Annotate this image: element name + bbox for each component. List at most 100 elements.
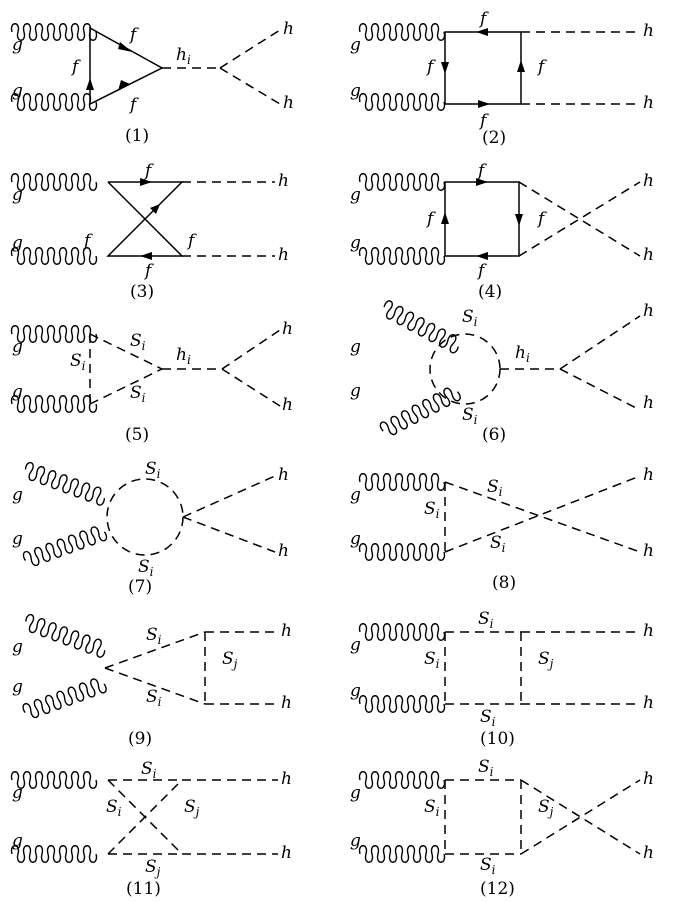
gluon-line bbox=[10, 173, 98, 191]
label-g: g bbox=[12, 831, 23, 851]
label-s-i: Si bbox=[462, 307, 478, 329]
label-f: f bbox=[186, 231, 197, 251]
scalar-loop bbox=[106, 478, 184, 556]
caption-12: (12) bbox=[480, 879, 515, 899]
label-s-i: Si bbox=[424, 499, 440, 521]
higgs-legs-crossed bbox=[520, 779, 641, 855]
gluon-line bbox=[10, 325, 98, 343]
label-h: h bbox=[643, 301, 654, 321]
fermion-arrow bbox=[441, 62, 449, 74]
label-f: f bbox=[476, 261, 487, 281]
label-h: h bbox=[643, 21, 654, 41]
diagram-1: g g f f f hi h h (1) bbox=[10, 19, 294, 146]
gluon-line bbox=[358, 247, 446, 265]
label-s-i: Si bbox=[70, 351, 86, 373]
higgs-legs-crossed bbox=[518, 181, 641, 257]
higgs-legs bbox=[521, 631, 640, 705]
caption-1: (1) bbox=[125, 126, 149, 146]
gluon-line bbox=[358, 623, 446, 641]
label-s-j: Sj bbox=[184, 797, 200, 819]
gluon-line bbox=[358, 771, 446, 789]
label-s-i: Si bbox=[146, 687, 162, 709]
label-f: f bbox=[536, 57, 547, 77]
label-s-i: Si bbox=[141, 759, 157, 781]
label-h: h bbox=[278, 245, 289, 265]
label-s-i: Si bbox=[487, 477, 503, 499]
diagram-11: g g Si Si Sj Sj h h (11) bbox=[10, 759, 292, 899]
label-g: g bbox=[12, 485, 23, 505]
caption-3: (3) bbox=[130, 282, 154, 302]
label-g: g bbox=[12, 677, 23, 697]
higgs-legs bbox=[182, 181, 275, 257]
label-f: f bbox=[478, 111, 489, 131]
gluon-line bbox=[358, 93, 446, 111]
label-g: g bbox=[350, 783, 361, 803]
label-f: f bbox=[425, 57, 436, 77]
diagram-12: g g Si Si Sj Si h h (12) bbox=[350, 757, 654, 899]
label-f: f bbox=[143, 261, 154, 281]
label-h: h bbox=[643, 693, 654, 713]
label-g: g bbox=[350, 485, 361, 505]
label-h: h bbox=[643, 465, 654, 485]
fermion-arrow bbox=[478, 100, 490, 108]
label-f: f bbox=[143, 161, 154, 181]
label-g: g bbox=[12, 529, 23, 549]
label-s-i: Si bbox=[424, 649, 440, 671]
higgs-legs bbox=[219, 29, 281, 105]
label-h: h bbox=[643, 541, 654, 561]
label-g: g bbox=[12, 185, 23, 205]
gluon-line bbox=[358, 845, 446, 863]
label-h: h bbox=[643, 245, 654, 265]
scalar-crossed-box bbox=[107, 779, 183, 855]
higgs-legs bbox=[521, 31, 640, 105]
label-h: h bbox=[278, 541, 289, 561]
fermion-arrow bbox=[118, 42, 132, 52]
caption-8: (8) bbox=[492, 573, 516, 593]
gluon-line bbox=[379, 298, 464, 355]
label-h-i: hi bbox=[515, 343, 530, 365]
gluon-line bbox=[21, 612, 109, 659]
higgs-legs bbox=[182, 475, 276, 553]
higgs-legs bbox=[221, 329, 281, 407]
label-g: g bbox=[350, 337, 361, 357]
label-g: g bbox=[350, 635, 361, 655]
label-h: h bbox=[282, 319, 293, 339]
label-h: h bbox=[282, 395, 293, 415]
label-s-i: Si bbox=[145, 459, 161, 481]
label-g: g bbox=[12, 81, 23, 101]
label-f: f bbox=[425, 209, 436, 229]
label-s-i: Si bbox=[478, 757, 494, 779]
gluon-line bbox=[10, 771, 98, 789]
gluon-line bbox=[358, 173, 446, 191]
gluon-line bbox=[21, 460, 109, 507]
fermion-arrow bbox=[476, 28, 488, 36]
label-g: g bbox=[12, 35, 23, 55]
label-h: h bbox=[278, 171, 289, 191]
label-s-i: Si bbox=[106, 797, 122, 819]
label-f: f bbox=[536, 209, 547, 229]
scalar-triangle bbox=[89, 333, 163, 405]
label-g: g bbox=[350, 529, 361, 549]
label-h: h bbox=[281, 843, 292, 863]
label-h: h bbox=[643, 171, 654, 191]
gluon-line bbox=[358, 543, 446, 561]
label-f: f bbox=[82, 231, 93, 251]
label-s-j: Sj bbox=[538, 649, 554, 671]
higgs-legs bbox=[205, 631, 278, 705]
label-h: h bbox=[643, 843, 654, 863]
diagram-3: g g f f f f h h (3) bbox=[10, 161, 289, 302]
label-h: h bbox=[643, 621, 654, 641]
label-h: h bbox=[281, 621, 292, 641]
diagram-5: g g Si Si Si hi h h (5) bbox=[10, 319, 293, 445]
higgs-legs bbox=[182, 779, 278, 855]
diagram-7: g g Si Si h h (7) bbox=[12, 459, 289, 597]
caption-9: (9) bbox=[128, 729, 152, 749]
diagram-6: g g Si Si hi h h (6) bbox=[350, 298, 654, 445]
fermion-arrow bbox=[118, 80, 130, 91]
label-s-i: Si bbox=[130, 331, 146, 353]
label-s-j: Sj bbox=[222, 649, 238, 671]
fermion-crossed-box bbox=[106, 181, 184, 257]
caption-5: (5) bbox=[125, 425, 149, 445]
label-g: g bbox=[12, 382, 23, 402]
